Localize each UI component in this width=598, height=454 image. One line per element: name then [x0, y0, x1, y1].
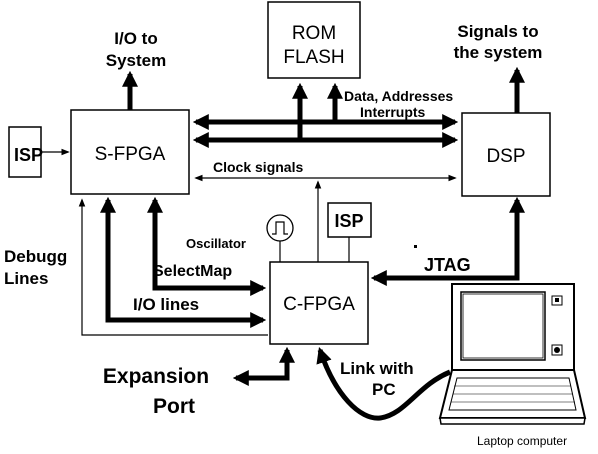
- expansion-port-label-1: Expansion: [103, 365, 209, 388]
- io-lines-label: I/O lines: [133, 295, 199, 314]
- selectmap-label: SelectMap: [153, 263, 232, 280]
- isp-right-label: ISP: [334, 211, 363, 231]
- io-to-system-label-1: I/O to: [114, 29, 157, 48]
- link-with-pc-label-1: Link with: [340, 359, 414, 378]
- data-addresses-label: Data, Addresses: [344, 88, 453, 104]
- laptop-computer-label: Laptop computer: [477, 434, 567, 448]
- selectmap-arrow: [146, 196, 267, 297]
- link-with-pc-cable: [316, 346, 451, 421]
- rom-label: ROM: [292, 23, 336, 44]
- rom-flash-block: [267, 1, 361, 79]
- jtag-label: JTAG: [424, 255, 471, 275]
- debug-lines-label-1: Debugg: [4, 247, 67, 266]
- link-with-pc-label-2: PC: [372, 380, 396, 399]
- interrupts-label: Interrupts: [360, 104, 426, 120]
- io-lines-arrow: [99, 196, 267, 329]
- flash-label: FLASH: [283, 47, 344, 68]
- dsp-label: DSP: [486, 146, 525, 167]
- dsp-block: [461, 112, 551, 197]
- jtag-arrow: [370, 196, 526, 287]
- c-fpga-label: C-FPGA: [283, 294, 355, 315]
- oscillator-icon: [266, 214, 294, 242]
- signals-label-2: the system: [454, 43, 543, 62]
- clock-signals-label: Clock signals: [213, 159, 303, 175]
- c-fpga-block: [269, 261, 369, 345]
- signals-label-1: Signals to: [457, 22, 538, 41]
- laptop-icon: [438, 283, 587, 425]
- isp-left-block: [8, 126, 42, 178]
- isp-left-label: ISP: [14, 145, 43, 165]
- expansion-port-arrow: [232, 346, 296, 387]
- s-fpga-label: S-FPGA: [95, 144, 166, 165]
- debug-lines-arrow: [78, 198, 268, 336]
- dot-mark: [414, 245, 417, 248]
- oscillator-label: Oscillator: [186, 236, 246, 251]
- expansion-port-label-2: Port: [153, 395, 195, 418]
- io-to-system-label-2: System: [106, 51, 166, 70]
- debug-lines-label-2: Lines: [4, 269, 48, 288]
- s-fpga-block: [70, 109, 190, 195]
- square-wave-icon: [272, 221, 288, 235]
- isp-right-block: [327, 202, 372, 238]
